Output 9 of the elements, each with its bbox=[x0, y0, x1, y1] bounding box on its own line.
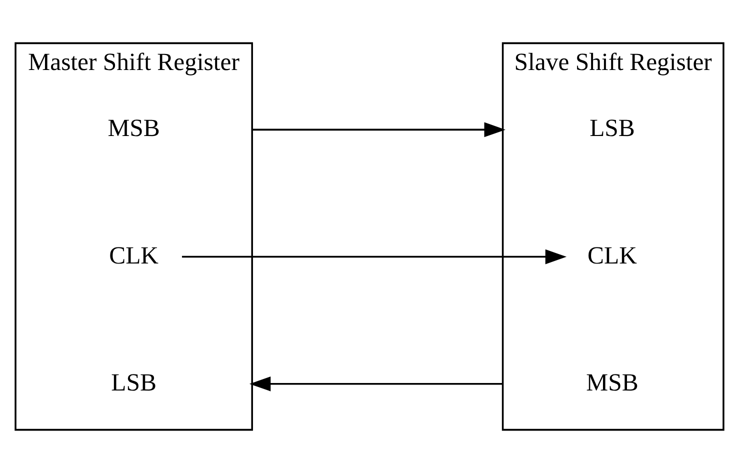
node-text: CLK bbox=[588, 242, 637, 270]
arrow bbox=[249, 376, 503, 392]
node-text: MSB bbox=[586, 369, 638, 396]
node-text: CLK bbox=[109, 242, 159, 270]
node-text: LSB bbox=[590, 115, 635, 142]
node-text: MSB bbox=[108, 115, 160, 142]
arrow bbox=[182, 249, 567, 264]
arrow bbox=[252, 122, 506, 138]
node-text: LSB bbox=[111, 369, 156, 396]
